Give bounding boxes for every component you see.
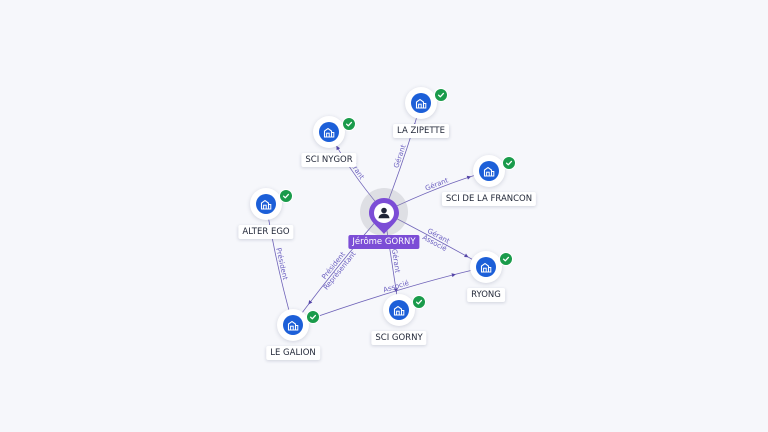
person-icon: [369, 198, 399, 234]
building-icon: [389, 300, 409, 320]
verified-check-icon: [499, 252, 513, 266]
company-label: SCI GORNY: [371, 331, 427, 345]
edge-label: Gérant: [392, 144, 407, 170]
company-circle: [277, 309, 309, 341]
verified-check-icon: [342, 117, 356, 131]
building-icon: [319, 122, 339, 142]
building-icon: [283, 315, 303, 335]
verified-check-icon: [306, 310, 320, 324]
person-name-label: Jérôme GORNY: [348, 235, 420, 249]
building-icon: [411, 93, 431, 113]
company-label: SCI NYGOR: [301, 153, 357, 167]
company-label: LA ZIPETTE: [393, 124, 449, 138]
company-circle: [383, 294, 415, 326]
company-label: LE GALION: [266, 346, 320, 360]
edge-arrowhead: [308, 300, 313, 305]
building-icon: [479, 161, 499, 181]
company-label: ALTER EGO: [238, 225, 294, 239]
edge-label: GérantAssocié: [421, 226, 452, 253]
company-label: SCI DE LA FRANCON: [441, 192, 537, 206]
edge-label: Gérant: [390, 248, 402, 273]
edge-arrowhead: [336, 145, 341, 151]
edge-label: Président: [274, 247, 289, 281]
company-circle: [473, 155, 505, 187]
building-icon: [256, 194, 276, 214]
verified-check-icon: [412, 295, 426, 309]
company-circle: [405, 87, 437, 119]
edge-label: PrésidentReprésentant: [316, 245, 358, 292]
verified-check-icon: [434, 88, 448, 102]
company-circle: [250, 188, 282, 220]
company-circle: [470, 251, 502, 283]
company-label: RYONG: [467, 288, 505, 302]
verified-check-icon: [502, 156, 516, 170]
edge-label: Gérant: [424, 176, 450, 192]
building-icon: [476, 257, 496, 277]
verified-check-icon: [279, 189, 293, 203]
edge-le-galion-alter-ego: Président: [265, 203, 294, 326]
company-circle: [313, 116, 345, 148]
edge-arrowhead: [451, 273, 456, 278]
edge-arrowhead: [464, 253, 469, 258]
edge-arrowhead: [466, 175, 472, 180]
